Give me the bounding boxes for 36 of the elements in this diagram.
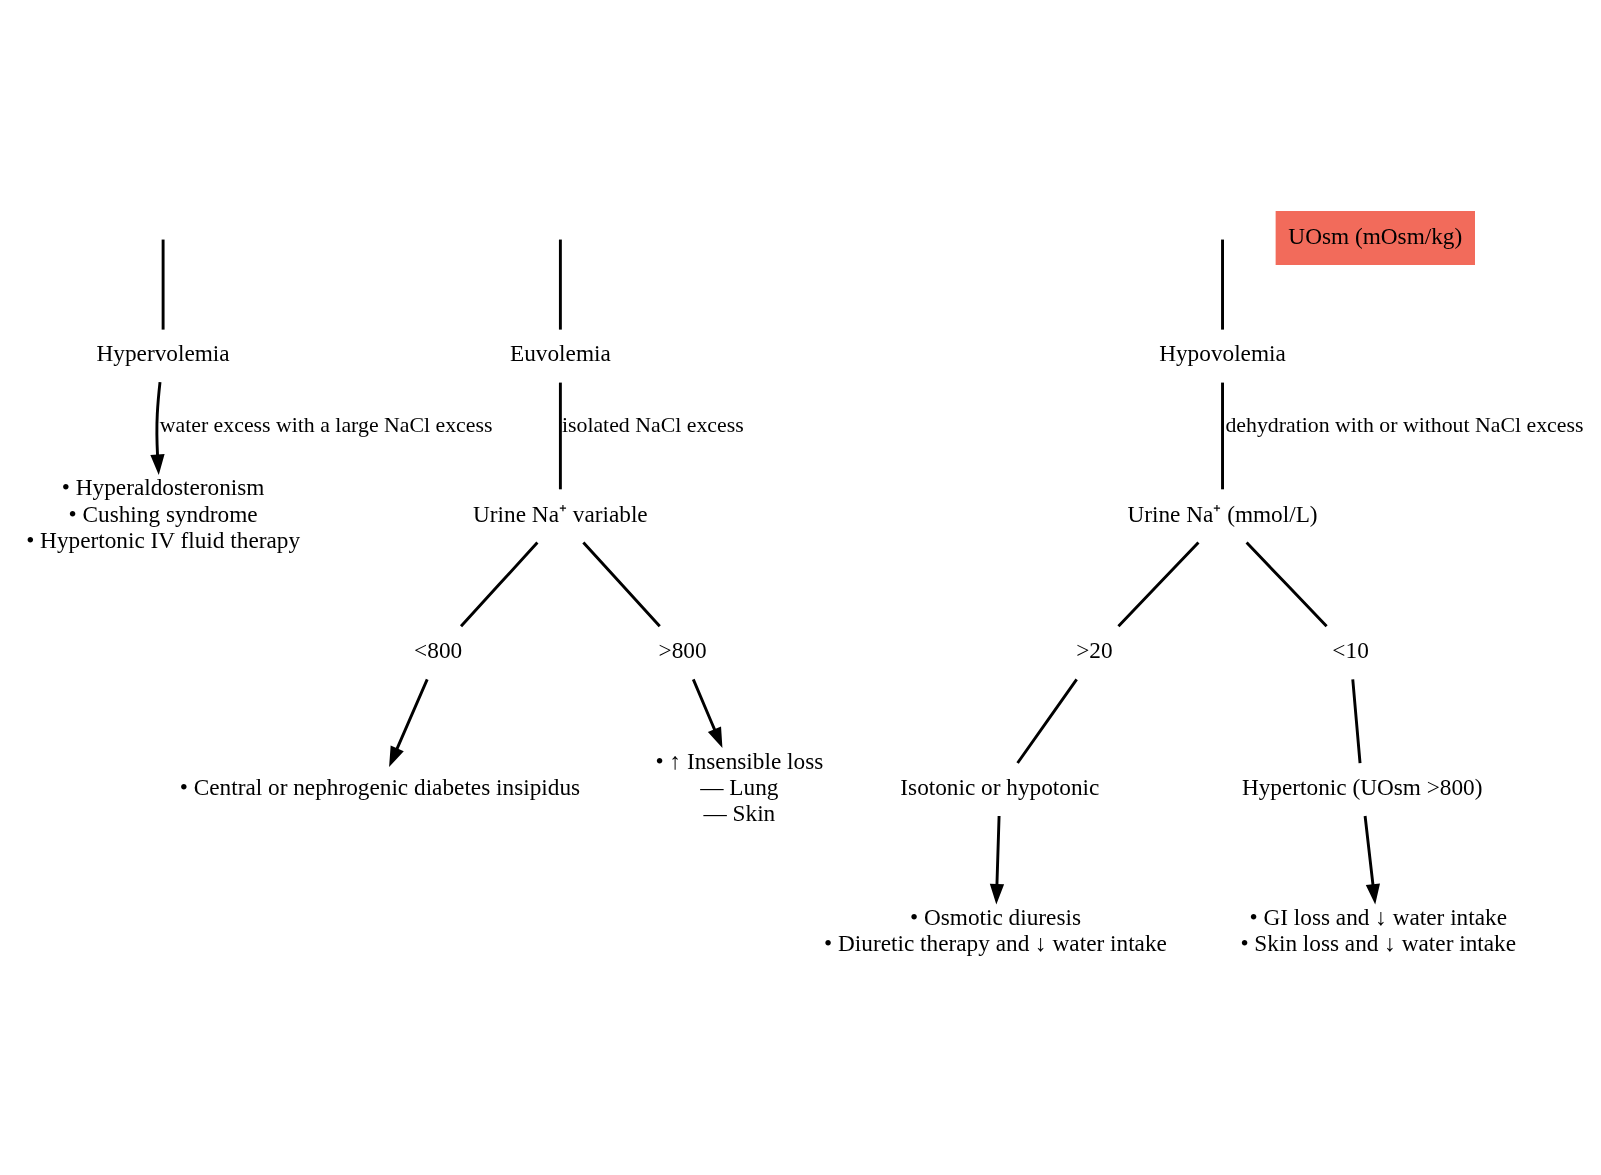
arrow [989, 815, 1005, 904]
connector [1221, 382, 1224, 489]
edge-label: isolated NaCl excess [561, 412, 744, 437]
arrow [691, 678, 723, 748]
edge-label: dehydration with or without NaCl excess [1225, 412, 1584, 437]
node-text: Euvolemia [509, 339, 611, 366]
connector [1245, 541, 1328, 627]
node-text: <10 [1332, 636, 1369, 663]
node-text: Isotonic or hypotonic [900, 773, 1100, 800]
node-text: Hypertonic (UOsm >800) [1241, 773, 1483, 800]
node-text: • Hyperaldosteronism • Cushing syndrome • Hypertonic IV fluid therapy [26, 473, 301, 553]
connector [1221, 239, 1224, 330]
arrow [150, 381, 165, 475]
node-text: >800 [658, 636, 707, 663]
node-text: Hypervolemia [96, 339, 230, 366]
connector [459, 541, 539, 627]
connector [558, 239, 562, 330]
connector [582, 541, 661, 627]
node-text: Urine Na⁺ variable [473, 500, 648, 526]
node-text: >20 [1076, 636, 1113, 663]
node-text: • GI loss and ↓ water intake • Skin loss and ↓ water intake [1240, 903, 1517, 956]
node-text: • Osmotic diuresis • Diuretic therapy and ↓ water intake [824, 903, 1167, 956]
node-text: <800 [414, 636, 463, 663]
node-text: • ↑ Insensible loss — Lung — Skin [655, 747, 824, 826]
node-text: Hypovolemia [1159, 339, 1286, 366]
edge-label: water excess with a large NaCl excess [159, 412, 493, 437]
arrow [1363, 815, 1380, 904]
connector [161, 239, 165, 330]
node-text: Urine Na⁺ (mmol/L) [1127, 500, 1318, 526]
connector [1351, 678, 1362, 763]
node-text: • Central or nephrogenic diabetes insipidus [179, 773, 581, 800]
connector [1016, 678, 1078, 764]
connector [1117, 541, 1200, 627]
connector [558, 382, 562, 489]
node-box: UOsm (mOsm/kg) [1275, 210, 1475, 265]
arrow [389, 678, 429, 767]
